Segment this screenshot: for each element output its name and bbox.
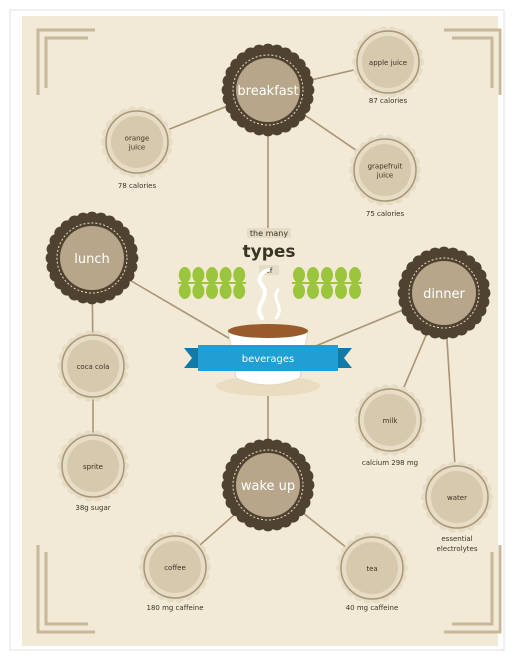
item-node-water: water essential electrolytes — [421, 461, 493, 553]
item-inner — [149, 541, 201, 593]
item-label-orange: juice — [128, 144, 145, 152]
item-inner — [67, 440, 119, 492]
leaf — [219, 283, 232, 299]
hub-fill — [236, 453, 300, 517]
frame-bottom-left — [36, 545, 95, 634]
frame-top-right — [444, 28, 502, 95]
leaf — [349, 283, 361, 299]
item-node-sprite: sprite 38g sugar — [57, 430, 129, 512]
item-node-milk: milk calcium 298 mg — [354, 384, 426, 467]
leaf — [293, 283, 305, 299]
item-label-sprite: sprite — [83, 463, 103, 471]
leaf — [349, 267, 361, 283]
title-line1: the many — [250, 229, 288, 238]
title-line2: types — [242, 242, 295, 262]
item-caption-water: electrolytes — [437, 545, 478, 553]
item-label-grapefruit: juice — [376, 172, 393, 180]
leaf — [192, 283, 205, 299]
frame-top-left — [36, 28, 95, 95]
hub-node-wakeup: wake up — [221, 438, 315, 532]
item-label-tea: tea — [366, 565, 377, 573]
steam-swirl-small — [274, 288, 281, 320]
leaf — [335, 283, 347, 299]
frame-bottom-right — [444, 545, 502, 634]
item-caption-tea: 40 mg caffeine — [346, 604, 399, 612]
center-graphic: the many types of beverages — [178, 228, 362, 396]
leaf — [178, 267, 191, 283]
steam-swirl — [257, 268, 270, 320]
leaf — [233, 267, 246, 283]
item-caption-sprite: 38g sugar — [75, 504, 110, 512]
item-label-apple: apple juice — [369, 59, 407, 67]
item-label-grapefruit: grapefruit — [368, 163, 403, 171]
hub-node-breakfast: breakfast — [221, 43, 315, 137]
item-inner — [67, 340, 119, 392]
item-node-tea: tea 40 mg caffeine — [336, 532, 408, 612]
item-caption-water: essential — [441, 535, 472, 543]
item-caption-coffee: 180 mg caffeine — [146, 604, 203, 612]
item-inner — [111, 116, 163, 168]
item-inner — [359, 144, 411, 196]
leaf — [206, 267, 218, 283]
item-inner — [364, 394, 416, 446]
leaf — [293, 267, 305, 283]
leaf — [335, 267, 347, 283]
corner-frame — [36, 28, 502, 634]
hub-stitch — [56, 222, 128, 294]
leaf — [307, 283, 319, 299]
hub-node-lunch: lunch — [45, 211, 139, 305]
leaf — [178, 283, 191, 299]
item-label-orange: orange — [125, 135, 150, 143]
hub-label-dinner: dinner — [423, 287, 465, 302]
leaf — [233, 283, 246, 299]
nodes-layer: breakfast lunch dinner wake up apple juice 87… — [45, 26, 493, 612]
leaf-branch-right — [292, 267, 362, 299]
hub-stitch — [232, 449, 304, 521]
frame-bottom-right-inner — [452, 552, 494, 626]
coffee-surface — [228, 324, 308, 338]
banner-label: beverages — [242, 354, 295, 365]
item-label-coffee: coffee — [164, 564, 186, 572]
item-label-milk: milk — [383, 417, 399, 425]
leaf — [321, 283, 333, 299]
hub-stitch — [408, 257, 480, 329]
item-node-apple: apple juice 87 calories — [352, 26, 424, 105]
leaf — [206, 283, 218, 299]
hub-stitch — [232, 54, 304, 126]
saucer — [216, 376, 320, 396]
leaf — [307, 267, 319, 283]
frame-top-left-inner — [44, 36, 88, 88]
hub-fill — [60, 226, 124, 290]
frame-bottom-left-inner — [44, 552, 88, 626]
item-caption-grapefruit: 75 calories — [366, 210, 405, 218]
item-caption-orange: 78 calories — [118, 182, 157, 190]
leaf — [192, 267, 205, 283]
hub-label-lunch: lunch — [74, 252, 109, 267]
hub-label-breakfast: breakfast — [237, 84, 298, 99]
item-node-coffee: coffee 180 mg caffeine — [139, 531, 211, 612]
leaf — [321, 267, 333, 283]
item-node-cola: coca cola — [57, 330, 129, 402]
item-inner — [362, 36, 414, 88]
leaf — [219, 267, 232, 283]
item-label-water: water — [447, 494, 467, 502]
banner — [198, 345, 338, 371]
item-inner — [346, 542, 398, 594]
item-label-cola: coca cola — [77, 363, 110, 371]
hub-fill — [412, 261, 476, 325]
hub-node-dinner: dinner — [397, 246, 491, 340]
item-inner — [431, 471, 483, 523]
hub-fill — [236, 58, 300, 122]
leaf-branch-left — [178, 267, 246, 299]
hub-label-wakeup: wake up — [241, 479, 295, 494]
title-small-badge — [247, 228, 291, 238]
item-caption-milk: calcium 298 mg — [362, 459, 418, 467]
frame-top-right-inner — [452, 36, 494, 88]
item-caption-apple: 87 calories — [369, 97, 408, 105]
